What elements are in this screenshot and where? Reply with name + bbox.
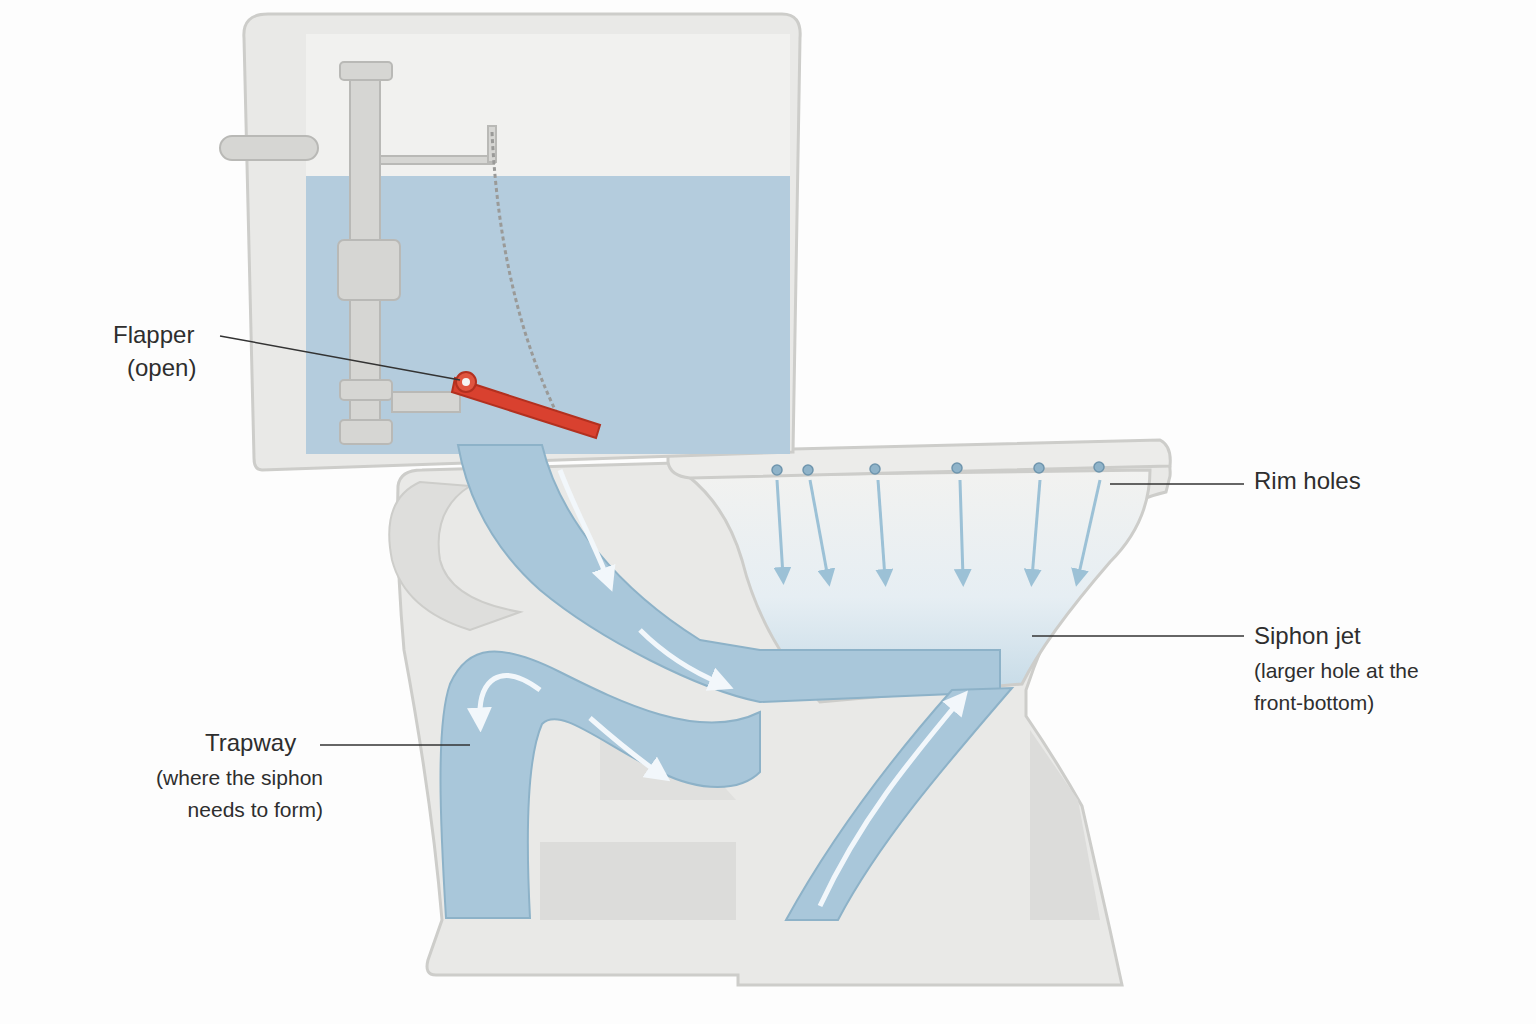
- part-note: (larger hole at the front-bottom): [1254, 655, 1464, 719]
- rim-arrows: [777, 480, 1100, 578]
- flow-arrows: [480, 470, 960, 906]
- base-cavity: [540, 842, 736, 920]
- trapway-channel: [441, 651, 761, 918]
- base-cavity: [1030, 730, 1100, 920]
- part-label: Rim holes: [1254, 467, 1361, 495]
- flapper: [452, 372, 600, 438]
- tank: [244, 14, 800, 470]
- part-note: (where the siphon needs to form): [128, 762, 323, 826]
- part-label: Siphon jet: [1254, 622, 1361, 650]
- part-note: (open): [127, 354, 196, 382]
- leader-lines: [220, 336, 1244, 745]
- tank-cavity: [306, 34, 790, 454]
- rim-holes: [772, 462, 1104, 475]
- chain: [492, 132, 560, 420]
- part-label: Trapway: [205, 729, 296, 757]
- jet-channel: [786, 688, 1012, 920]
- part-label: Flapper: [113, 321, 194, 349]
